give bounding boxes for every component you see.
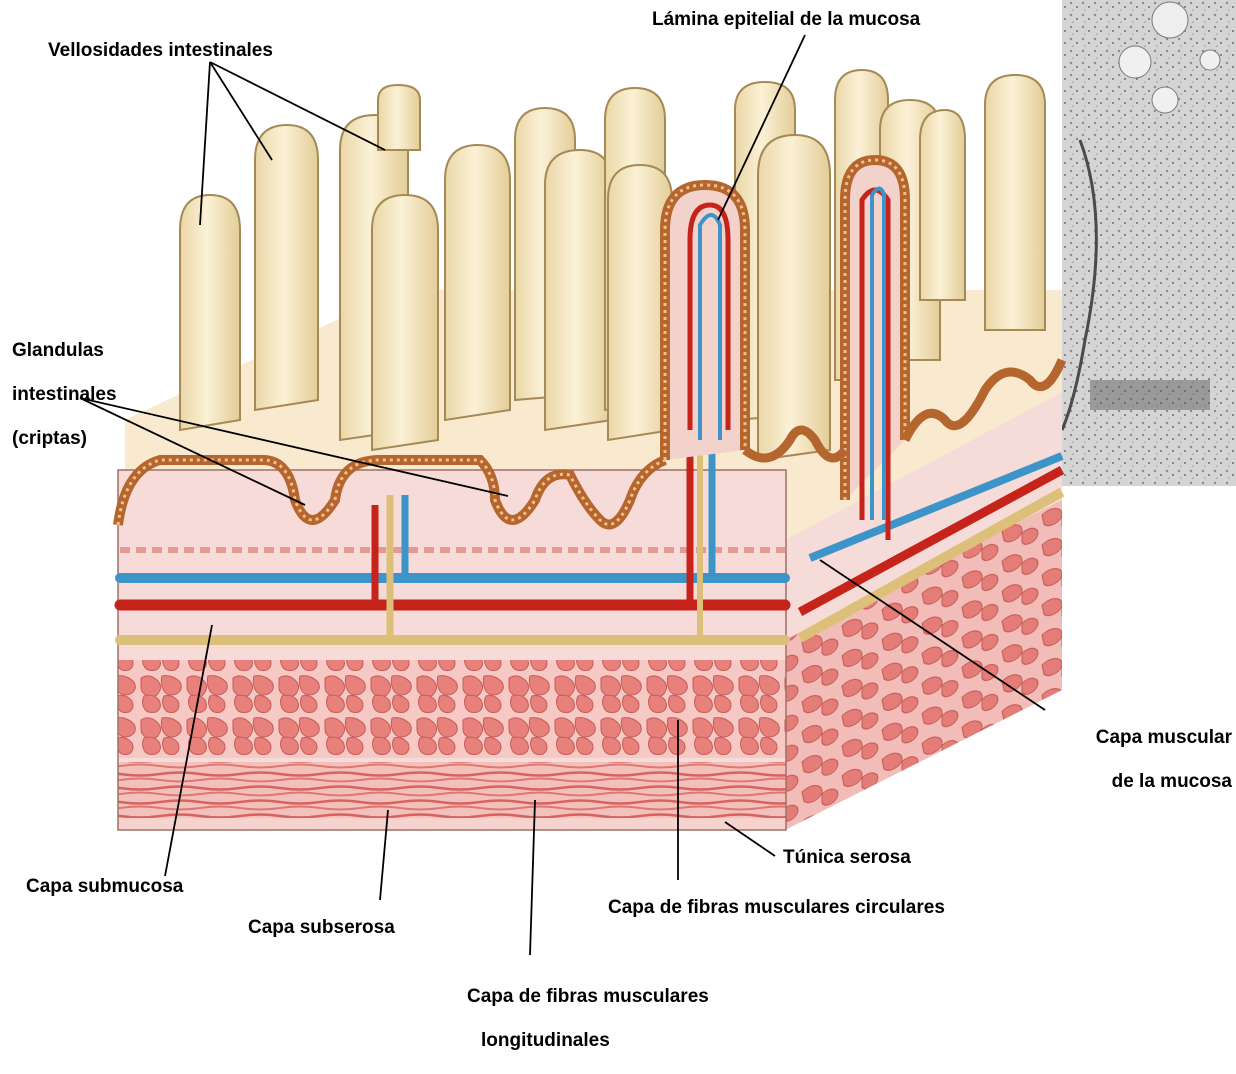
label-glandulas: Glandulas intestinales (criptas) bbox=[12, 318, 117, 472]
label-tunica-serosa: Túnica serosa bbox=[783, 847, 911, 869]
label-capa-submucosa: Capa submucosa bbox=[26, 876, 183, 898]
label-fibras-longitudinales-line2: longitudinales bbox=[467, 1030, 709, 1052]
label-capa-subserosa: Capa subserosa bbox=[248, 917, 395, 939]
block-front-face bbox=[118, 470, 786, 830]
label-capa-muscular-mucosa-line2: de la mucosa bbox=[1040, 771, 1232, 793]
label-capa-muscular-mucosa: Capa muscular de la mucosa bbox=[1040, 705, 1232, 815]
intestine-wall-diagram bbox=[0, 0, 1236, 1014]
label-glandulas-line1: Glandulas bbox=[12, 340, 117, 362]
label-fibras-longitudinales-line1: Capa de fibras musculares bbox=[467, 986, 709, 1008]
label-vellosidades: Vellosidades intestinales bbox=[48, 40, 273, 62]
label-fibras-circulares: Capa de fibras musculares circulares bbox=[608, 897, 945, 919]
label-fibras-longitudinales: Capa de fibras musculares longitudinales bbox=[467, 964, 709, 1074]
label-glandulas-line2: intestinales bbox=[12, 384, 117, 406]
label-lamina-epitelial: Lámina epitelial de la mucosa bbox=[652, 9, 920, 31]
label-glandulas-line3: (criptas) bbox=[12, 428, 117, 450]
micrograph-inset bbox=[1062, 0, 1236, 486]
label-capa-muscular-mucosa-line1: Capa muscular bbox=[1040, 727, 1232, 749]
